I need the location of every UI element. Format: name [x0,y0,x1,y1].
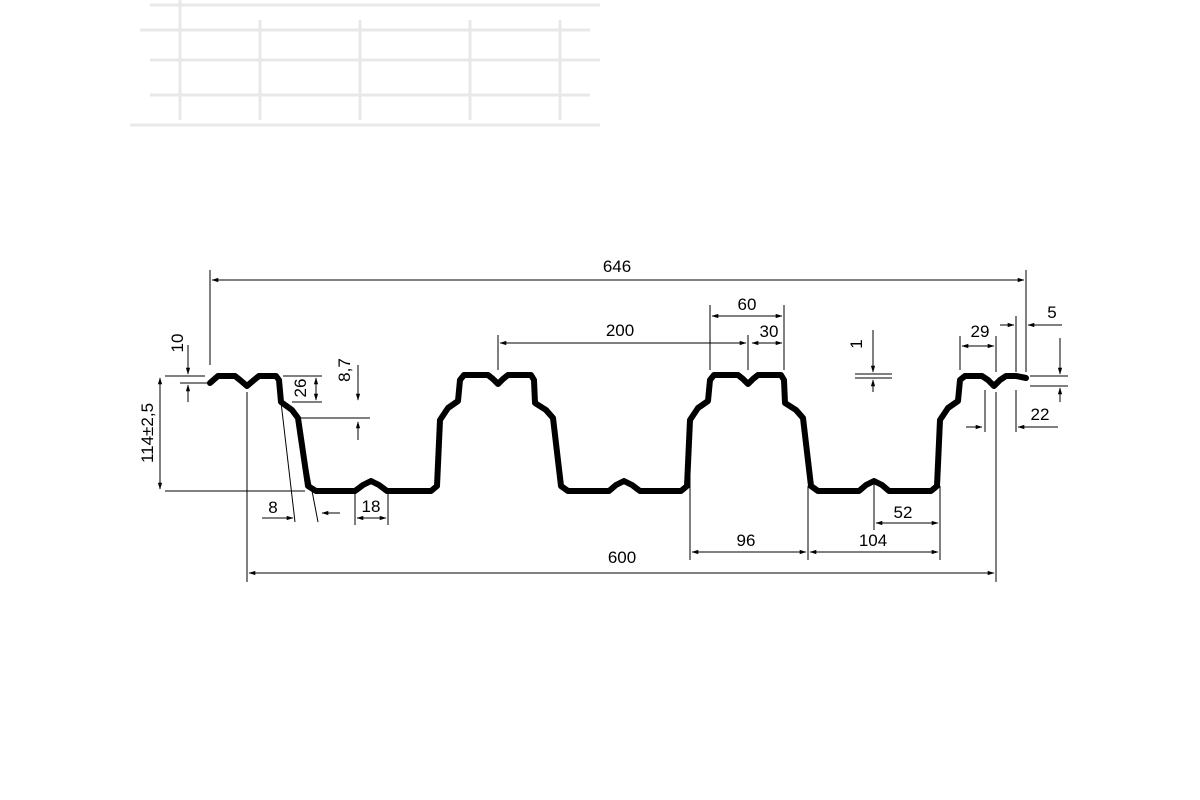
label-cover-width: 600 [608,548,636,567]
dimension-lines [157,270,1068,582]
label-bottom-width: 96 [737,531,756,550]
label-end-lip: 5 [1047,303,1056,322]
label-top-flange: 60 [738,295,757,314]
label-end-height: 22 [1031,405,1050,424]
label-overall-width: 646 [603,257,631,276]
label-total-height: 114±2,5 [138,403,157,463]
ghost-watermark [130,0,600,127]
label-web-offset: 8 [268,498,277,517]
dimension-labels: 646 600 114±2,5 10 26 8,7 200 60 30 1 29… [138,257,1057,567]
label-stiffener-depth: 26 [291,379,310,398]
label-edge-drop: 10 [168,334,187,353]
label-sheet-thickness: 1 [847,339,866,348]
label-top-groove: 30 [760,322,779,341]
label-bottom-flange: 52 [894,503,913,522]
label-stiffener-offset: 8,7 [335,358,354,382]
label-bottom-pitch: 104 [859,531,887,550]
sheet-profile [207,372,1029,494]
label-flange-pitch: 200 [606,321,634,340]
label-bottom-groove: 18 [362,497,381,516]
label-end-flange: 29 [971,322,990,341]
